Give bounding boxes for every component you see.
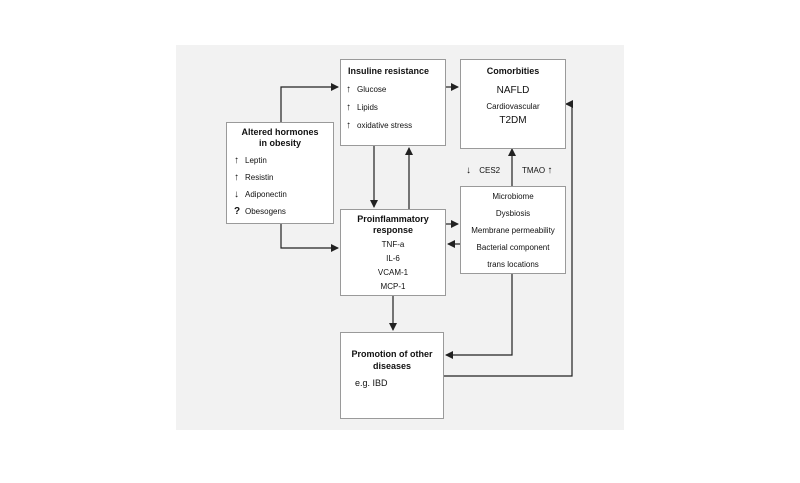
up-arrow-icon: ↑ [346, 102, 351, 113]
insulin-resistance-box: Insuline resistance ↑Glucose ↑Lipids ↑ox… [340, 59, 446, 146]
question-mark-icon: ? [234, 206, 241, 217]
microbiome-item-microbiome: Microbiome [492, 192, 534, 201]
insulin-item-lipids: ↑Lipids [346, 102, 378, 113]
hormone-item-adiponectin: ↓Adiponectin [234, 189, 287, 200]
microbiome-item-dysbiosis: Dysbiosis [495, 209, 531, 218]
cytokine-mcp-1: MCP-1 [380, 282, 406, 291]
arrow-altered-to-insulin [280, 83, 339, 123]
promotion-title-line2: diseases [372, 361, 412, 371]
microbiome-item-membrane-permeability: Membrane permeability [471, 226, 555, 235]
altered-hormones-title-line2: in obesity [258, 138, 301, 148]
hormone-item-obesogens: ?Obesogens [234, 206, 286, 217]
down-arrow-icon: ↓ [466, 165, 471, 176]
microbiome-box: Microbiome Dysbiosis Membrane permeabili… [460, 186, 566, 274]
arrow-microbiome-to-promotion [445, 274, 513, 359]
down-arrow-icon: ↓ [234, 189, 239, 200]
promotion-example: e.g. IBD [355, 378, 388, 388]
proinflammatory-title: Proinflammatory [357, 214, 429, 224]
insulin-item-oxidative-stress: ↑oxidative stress [346, 120, 413, 131]
microbiome-item-bacterial-component: Bacterial component [476, 243, 550, 252]
altered-hormones-title: Altered hormones [241, 127, 319, 137]
up-arrow-icon: ↑ [346, 84, 351, 95]
comorbidity-nafld: NAFLD [496, 85, 530, 96]
up-arrow-icon: ↑ [346, 120, 351, 131]
proinflammatory-response-box: Proinflammatory response TNF-a IL-6 VCAM… [340, 209, 446, 296]
cytokine-vcam-1: VCAM-1 [377, 268, 409, 277]
cytokine-tnf-a: TNF-a [381, 240, 405, 249]
comorbidity-cardiovascular: Cardiovascular [486, 102, 540, 111]
hormone-item-leptin: ↑Leptin [234, 155, 267, 166]
promotion-diseases-box: Promotion of other diseases e.g. IBD [340, 332, 444, 419]
arrow-promotion-to-comorbidities [444, 100, 573, 377]
microbiome-item-trans-locations: trans locations [487, 260, 539, 269]
up-arrow-icon: ↑ [234, 155, 239, 166]
comorbidities-title: Comorbities [486, 66, 540, 76]
up-arrow-icon: ↑ [234, 172, 239, 183]
comorbidities-box: Comorbities NAFLD Cardiovascular T2DM [460, 59, 566, 149]
hormone-item-resistin: ↑Resistin [234, 172, 274, 183]
comorbidity-t2dm: T2DM [499, 115, 527, 126]
ces2-label: ↓ CES2 [466, 165, 501, 176]
proinflammatory-title-line2: response [372, 225, 414, 235]
cytokine-il-6: IL-6 [386, 254, 400, 263]
insulin-item-glucose: ↑Glucose [346, 84, 387, 95]
promotion-title: Promotion of other [351, 349, 433, 359]
up-arrow-icon: ↑ [547, 165, 553, 176]
insulin-resistance-title: Insuline resistance [348, 66, 430, 76]
arrow-altered-to-inflammatory [280, 224, 339, 252]
altered-hormones-box: Altered hormones in obesity ↑Leptin ↑Res… [226, 122, 334, 224]
tmao-label: TMAO ↑ [522, 165, 558, 176]
